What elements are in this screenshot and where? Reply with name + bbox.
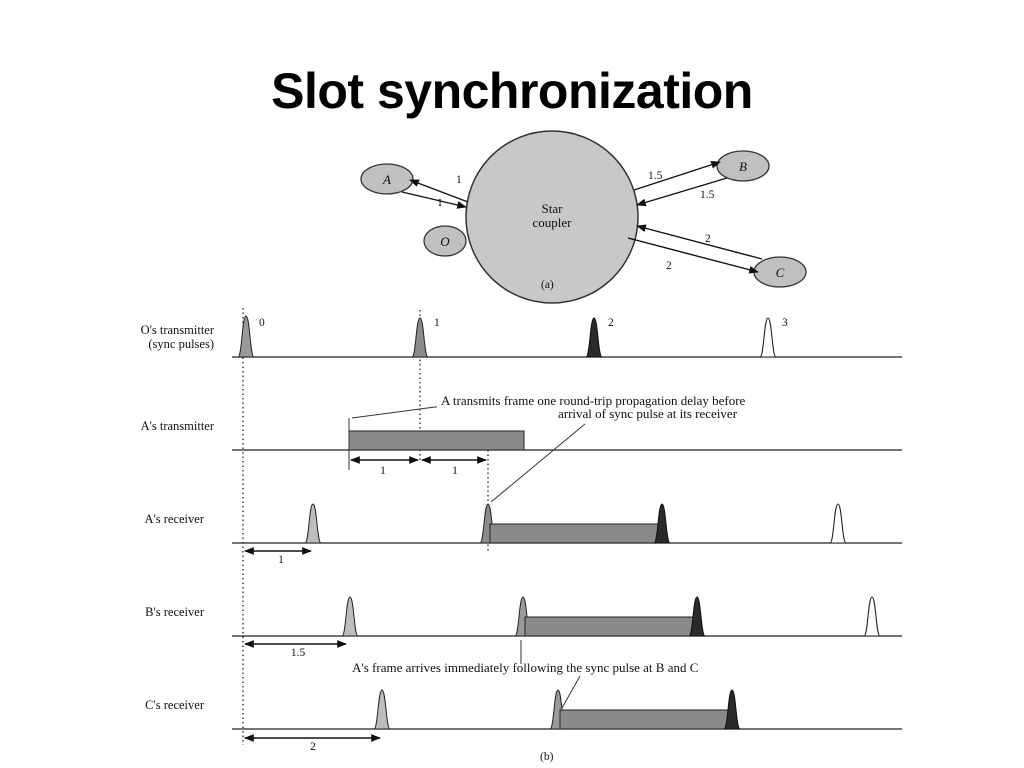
row-label-o-transmitter: O's transmitter (141, 323, 215, 337)
a-transmitted-frame (348, 430, 525, 451)
b-rx-sync-pulse-3 (863, 596, 881, 637)
star-coupler-hub (465, 130, 639, 304)
node-a (360, 163, 414, 195)
b-rx-delay-label: 1.5 (291, 647, 306, 659)
annotation-top-line2: arrival of sync pulse at its receiver (558, 406, 738, 421)
link-c-outbound-arrow (627, 237, 759, 274)
a-rx-frame (489, 523, 663, 544)
caption-b: (b) (540, 751, 554, 763)
link-c-inbound-arrow (636, 224, 763, 260)
annotation-top-pointer (490, 423, 586, 503)
row-label-c-receiver: C's receiver (145, 698, 205, 712)
c-rx-frame (559, 709, 733, 730)
link-c-out-label: 2 (666, 260, 672, 272)
caption-a: (a) (541, 279, 554, 291)
a-rx-sync-pulse-3 (829, 503, 847, 544)
link-b-outbound-arrow (633, 161, 721, 191)
c-rx-sync-pulse-0 (373, 689, 391, 730)
sync-pulse-3 (759, 317, 777, 358)
tx-delay-label-2: 1 (452, 465, 458, 477)
link-b-in-label: 1.5 (700, 189, 715, 201)
link-c-in-label: 2 (705, 233, 711, 245)
annotation-top-leader (351, 406, 437, 419)
c-rx-sync-pulse-2 (723, 689, 741, 730)
node-o-label: O (440, 234, 450, 249)
timing-diagram: O's transmitter (sync pulses) A's transm… (141, 308, 902, 763)
tx-delay-label-1: 1 (380, 465, 386, 477)
b-rx-frame (524, 616, 698, 637)
link-b-inbound-arrow (636, 177, 728, 207)
link-a-outbound-arrow (409, 179, 469, 203)
pulse-label-0: 0 (259, 317, 265, 329)
annotation-bottom: A's frame arrives immediately following … (352, 660, 698, 675)
node-b-label: B (739, 159, 747, 174)
pulse-label-3: 3 (782, 317, 788, 329)
sync-pulse-2 (585, 317, 603, 358)
link-a-out-label: 1 (456, 174, 462, 186)
row-label-o-sync: (sync pulses) (148, 337, 214, 351)
annotation-bottom-pointer-c (561, 675, 581, 709)
sync-pulse-0 (237, 315, 255, 358)
node-c-label: C (776, 265, 785, 280)
b-rx-sync-pulse-2 (688, 596, 706, 637)
link-a-inbound-arrow (401, 191, 467, 209)
star-network-diagram: Star coupler A O B C 1 1 1.5 1.5 2 2 (a) (360, 130, 807, 304)
slide-title: Slot synchronization (271, 63, 753, 119)
pulse-label-1: 1 (434, 317, 440, 329)
annotation-top-line1: A transmits frame one round-trip propaga… (441, 393, 746, 408)
link-a-in-label: 1 (437, 197, 443, 209)
hub-label-line1: Star (542, 201, 564, 216)
a-rx-sync-pulse-0 (304, 503, 322, 544)
node-a-label: A (382, 172, 391, 187)
sync-pulse-1 (411, 317, 429, 358)
pulse-label-2: 2 (608, 317, 614, 329)
a-rx-delay-label: 1 (278, 554, 284, 566)
row-label-a-receiver: A's receiver (144, 512, 204, 526)
a-rx-sync-pulse-2 (653, 503, 671, 544)
hub-label-line2: coupler (533, 215, 573, 230)
link-b-out-label: 1.5 (648, 170, 663, 182)
row-label-a-transmitter: A's transmitter (141, 419, 215, 433)
row-label-b-receiver: B's receiver (145, 605, 205, 619)
node-o (423, 225, 467, 257)
c-rx-delay-label: 2 (310, 741, 316, 753)
b-rx-sync-pulse-0 (341, 596, 359, 637)
